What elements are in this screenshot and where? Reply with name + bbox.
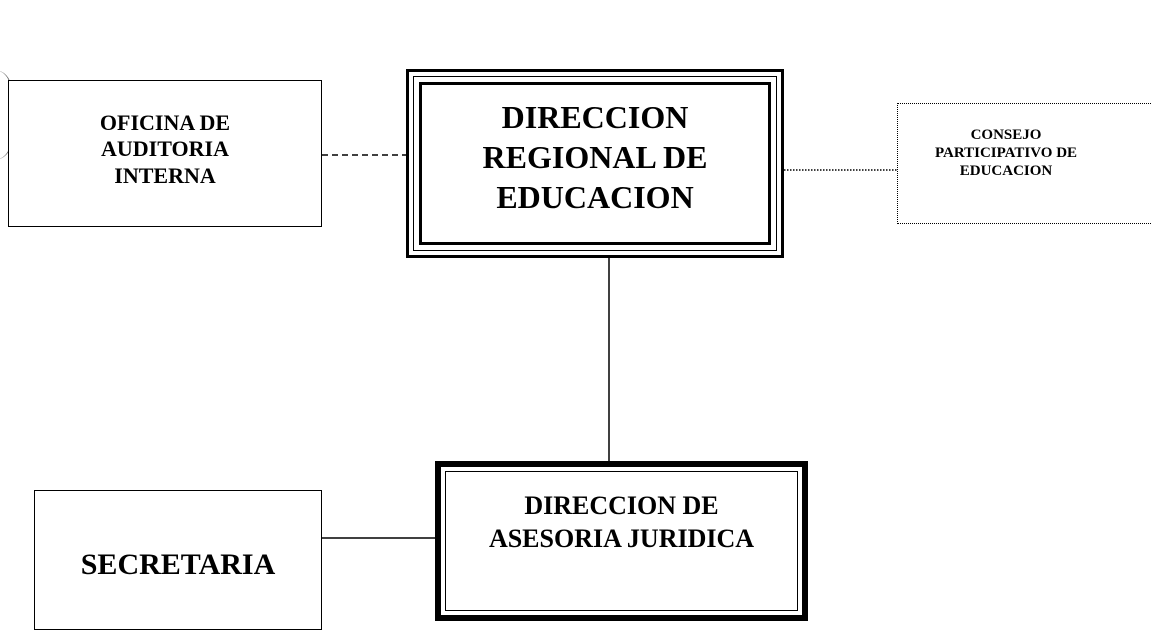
node-label-line: INTERNA [114, 162, 216, 188]
node-direccion-asesoria-juridica: DIRECCION DE ASESORIA JURIDICA [435, 461, 808, 621]
node-label-line: DIRECCION DE [524, 491, 719, 520]
node-label-line: EDUCACION [496, 178, 694, 215]
node-consejo-participativo-educacion: CONSEJO PARTICIPATIVO DE EDUCACION [897, 103, 1151, 224]
connectors [322, 154, 897, 539]
node-label-line: SECRETARIA [80, 548, 276, 581]
node-label-line: REGIONAL DE [482, 138, 708, 175]
node-oficina-auditoria-interna: OFICINA DE AUDITORIA INTERNA [8, 80, 322, 227]
node-label-line: DIRECCION [501, 98, 689, 135]
node-label-line: CONSEJO [970, 126, 1042, 143]
node-direccion-regional-educacion: DIRECCION REGIONAL DE EDUCACION [406, 69, 784, 258]
node-label-line: AUDITORIA [101, 136, 229, 162]
node-label-line: ASESORIA JURIDICA [488, 523, 755, 553]
node-label-line: OFICINA DE [99, 109, 231, 135]
node-secretaria: SECRETARIA [34, 490, 322, 630]
node-label-line: EDUCACION [959, 162, 1053, 179]
node-label-line: PARTICIPATIVO DE [934, 144, 1078, 161]
